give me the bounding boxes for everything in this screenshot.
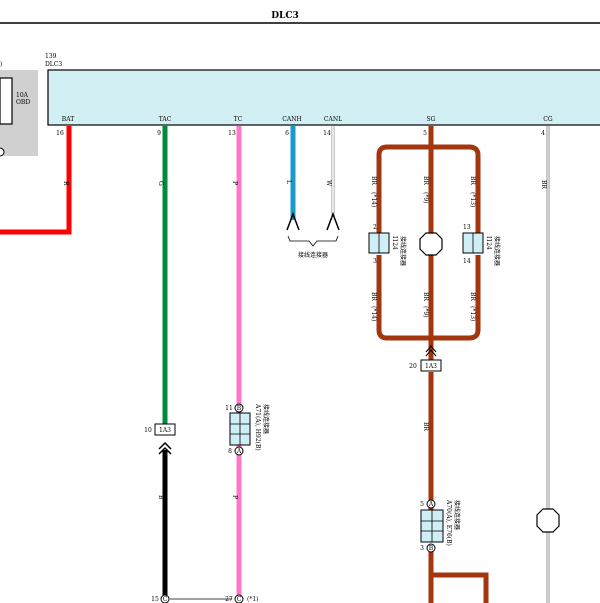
canl-wire-color: W <box>325 180 332 187</box>
fuse-label: OBD <box>16 99 30 106</box>
joint-right-pin-bottom: 14 <box>463 258 471 265</box>
pin-tc: 13 <box>228 130 236 137</box>
tc-letter-top: B <box>237 405 242 412</box>
tac-wire-color: G <box>157 181 164 186</box>
terminal-sg: SG <box>427 116 436 123</box>
joint-right-id: I124 <box>485 236 492 250</box>
sg-lower-right-note: (*13) <box>469 306 476 321</box>
tc-lower-wire-color: P <box>231 495 238 499</box>
sg-splice-icon <box>419 232 443 256</box>
canl-terminal-icon <box>326 211 340 231</box>
joint-left-pin-bottom: 3 <box>373 258 377 265</box>
tc-bottom-letter: C <box>237 596 242 603</box>
terminal-bat: BAT <box>62 116 74 123</box>
dlc3-connector-box <box>47 69 600 126</box>
sg-lower-letter-bottom-circle <box>426 543 436 553</box>
joint-right-pin-top: 13 <box>463 224 471 231</box>
tc-bottom-note: (*1) <box>247 596 259 603</box>
sg-down-color: BR <box>422 422 429 431</box>
joint-right-label: 接线连接器 <box>493 236 501 266</box>
tc-letter-bottom-circle <box>234 446 244 456</box>
sg-lower-connector-label: A70(A), E76(B) <box>445 499 452 546</box>
sg-lower-left-note: (*14) <box>370 306 377 321</box>
ecu-name: DLC3 <box>45 61 62 68</box>
pin-canh: 6 <box>285 130 289 137</box>
canh-wire-color: L <box>285 180 292 184</box>
sg-lower-pin-top: 5 <box>420 501 424 508</box>
terminal-tac: TAC <box>159 116 172 123</box>
tac-1a3-connector <box>154 423 176 436</box>
terminal-canl: CANL <box>324 116 342 123</box>
sg-right-note: (*13) <box>469 192 476 207</box>
tac-1a3-pin: 10 <box>144 427 152 434</box>
tc-bottom-pin: 27 <box>225 596 233 603</box>
bat-wire-color: R <box>62 181 69 186</box>
sg-left-note: (*14) <box>370 192 377 207</box>
tc-wire-color: P <box>231 181 238 185</box>
sg-mid-color: BR <box>422 176 429 185</box>
sg-lower-pin-bottom: 3 <box>420 545 424 552</box>
tc-letter-top-circle <box>234 403 244 413</box>
sg-lower-letter-bottom: B <box>429 545 434 552</box>
page-title: DLC3 <box>271 11 299 21</box>
pin-tac: 9 <box>157 130 161 137</box>
left-top-fragment: ) <box>0 61 2 68</box>
sg-1a3-connector <box>420 359 442 372</box>
pin-sg: 5 <box>423 130 427 137</box>
sg-left-color: BR <box>370 176 377 185</box>
canh-terminal-icon <box>286 211 300 231</box>
joint-left-pin-top: 2 <box>373 224 377 231</box>
sg-1a3-pin: 20 <box>409 363 417 370</box>
pin-canl: 14 <box>323 130 331 137</box>
sg-lower-left-color: BR <box>370 292 377 301</box>
sg-lower-letter-top: A <box>428 501 434 508</box>
obd-terminal <box>0 147 5 157</box>
tac-bottom-letter: C <box>163 596 168 603</box>
sg-branch-wire <box>431 572 489 603</box>
can-brace <box>287 235 339 247</box>
fuse-rating: 10A <box>16 92 29 99</box>
tac-bottom-pin: 15 <box>151 596 159 603</box>
joint-left-id: I124 <box>391 236 398 250</box>
pin-cg: 4 <box>541 130 545 137</box>
tc-bottom-circle <box>234 594 244 603</box>
sg-mid-note: (*9) <box>422 192 429 204</box>
tc-connector-label: A71(A), H92(B) <box>254 403 261 451</box>
bat-wire <box>0 126 72 235</box>
sg-lower-mid-color: BR <box>422 292 429 301</box>
sg-lower-right-color: BR <box>469 292 476 301</box>
pin-bat: 16 <box>56 130 64 137</box>
sg-1a3-arrow-icon <box>425 345 437 357</box>
tac-1a3-arrow-icon <box>158 441 172 455</box>
terminal-tc: TC <box>234 116 243 123</box>
tc-pin-top: 11 <box>225 405 233 412</box>
tc-pin-bottom: 8 <box>228 448 232 455</box>
cg-splice-icon <box>536 508 560 533</box>
sg-lower-mid-note: (*9) <box>422 306 429 318</box>
can-connector-label: 接线连接器 <box>298 251 328 259</box>
cg-wire-color: BR <box>540 180 547 189</box>
sg-upper-wire <box>376 126 481 245</box>
tac-1a3-id: 1A3 <box>159 427 171 434</box>
terminal-cg: CG <box>543 116 553 123</box>
tac-bottom-circle <box>160 594 170 603</box>
sg-lower-letter-top-circle <box>426 499 436 509</box>
sg-lower-connector-label2: 接线连接器 <box>453 500 461 530</box>
tc-letter-bottom: A <box>236 448 242 455</box>
sg-right-color: BR <box>469 176 476 185</box>
obd-fuse <box>0 77 13 125</box>
tac-lower-wire-color: B <box>157 495 164 500</box>
terminal-canh: CANH <box>282 116 301 123</box>
sg-lower-loop-wire <box>376 255 481 341</box>
sg-1a3-id: 1A3 <box>425 363 437 370</box>
joint-left-label: 接线连接器 <box>399 236 407 266</box>
ecu-number: 139 <box>45 53 57 60</box>
tc-connector-label2: 接线连接器 <box>262 404 270 434</box>
